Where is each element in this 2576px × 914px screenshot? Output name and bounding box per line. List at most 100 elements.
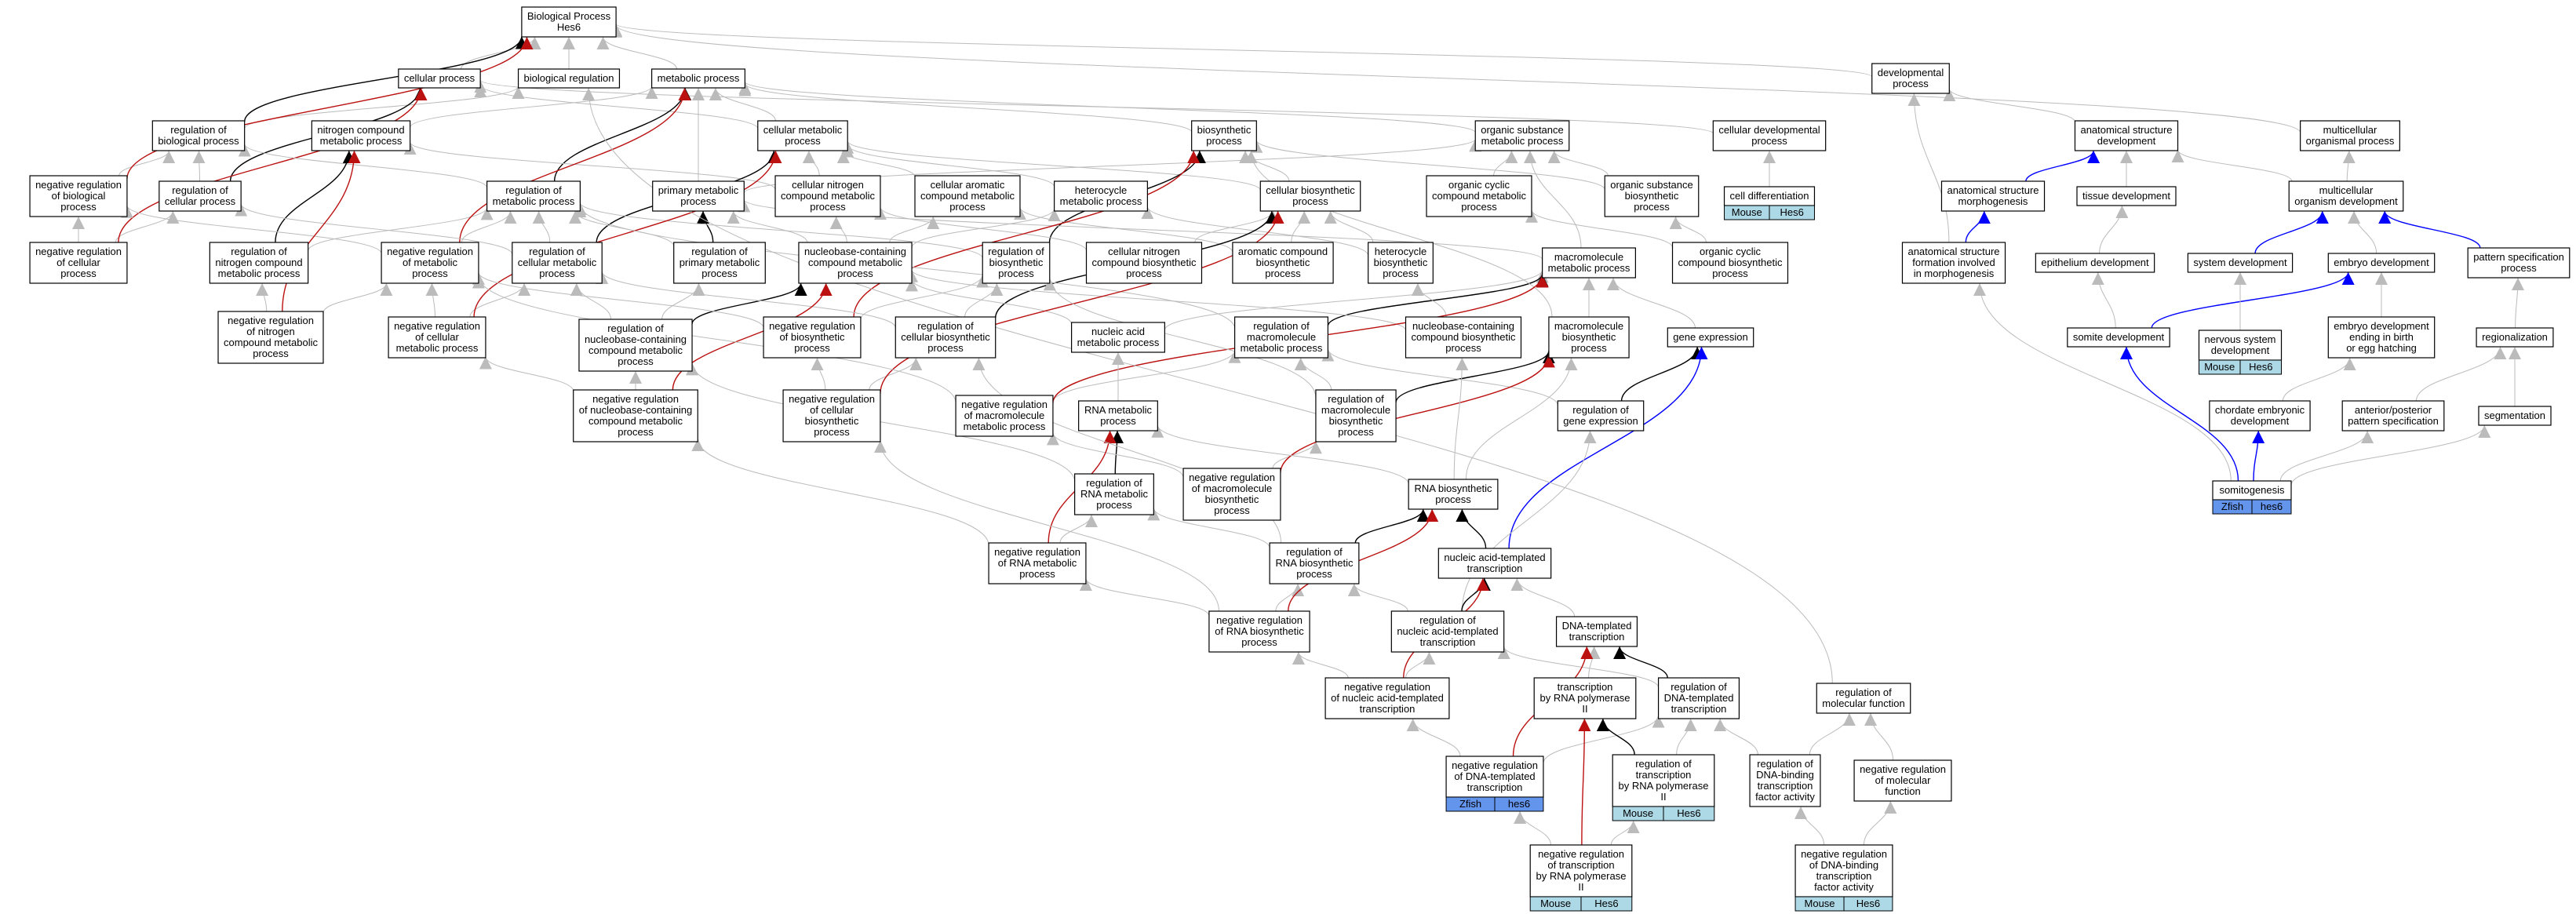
node-tdev[interactable]: tissue development <box>2076 186 2177 206</box>
node-segm[interactable]: segmentation <box>2478 406 2552 426</box>
node-box[interactable] <box>521 6 617 38</box>
node-box[interactable] <box>763 316 862 359</box>
node-embdev[interactable]: embryo development <box>2327 253 2436 273</box>
node-box[interactable] <box>2076 186 2177 206</box>
node-rdbtfa[interactable]: regulation ofDNA-bindingtranscriptionfac… <box>1749 754 1821 807</box>
node-gexp[interactable]: gene expression <box>1667 327 1754 348</box>
node-cp[interactable]: cellular process <box>398 68 481 89</box>
node-box[interactable] <box>1182 468 1281 521</box>
node-box[interactable] <box>388 316 486 359</box>
node-box[interactable] <box>1437 548 1552 579</box>
node-box[interactable] <box>914 175 1021 217</box>
node-box[interactable] <box>1548 316 1630 359</box>
node-box[interactable] <box>1054 180 1148 212</box>
node-box[interactable] <box>381 242 479 284</box>
node-box[interactable] <box>1749 754 1821 807</box>
node-box[interactable] <box>311 120 411 151</box>
node-box[interactable] <box>894 316 997 359</box>
node-box[interactable] <box>1542 247 1636 279</box>
node-box[interactable] <box>673 242 766 284</box>
node-box[interactable] <box>1191 120 1257 151</box>
node-box[interactable] <box>1208 610 1310 653</box>
node-box[interactable] <box>1794 844 1893 898</box>
node-box[interactable] <box>1315 389 1397 442</box>
node-mp[interactable]: metabolic process <box>651 68 745 89</box>
node-regz[interactable]: regionalization <box>2476 327 2554 348</box>
node-box[interactable] <box>1533 677 1637 719</box>
node-box[interactable] <box>1234 316 1328 359</box>
node-rmbp[interactable]: regulation ofmacromoleculebiosyntheticpr… <box>1315 389 1397 442</box>
node-box[interactable] <box>1853 759 1952 802</box>
node-box[interactable] <box>988 542 1087 584</box>
node-box[interactable] <box>651 68 745 89</box>
node-box[interactable] <box>955 395 1054 437</box>
node-box[interactable] <box>1555 616 1638 647</box>
node-box[interactable] <box>2288 180 2404 212</box>
node-box[interactable] <box>151 120 246 151</box>
node-box[interactable] <box>1712 120 1827 151</box>
node-box[interactable] <box>1816 683 1911 714</box>
node-box[interactable] <box>1604 175 1700 217</box>
node-box[interactable] <box>1529 844 1633 898</box>
node-box[interactable] <box>29 175 128 217</box>
node-box[interactable] <box>1071 322 1165 353</box>
node-box[interactable] <box>517 68 621 89</box>
node-epdev[interactable]: epithelium development <box>2035 253 2155 273</box>
node-box[interactable] <box>1085 242 1203 284</box>
node-box[interactable] <box>1871 63 1950 94</box>
node-box[interactable] <box>29 242 128 284</box>
node-breg[interactable]: biological regulation <box>517 68 621 89</box>
node-box[interactable] <box>2327 253 2436 273</box>
node-box[interactable] <box>2067 327 2170 348</box>
node-rnbcmp[interactable]: regulation ofnucleobase-containingcompou… <box>578 319 693 372</box>
node-box[interactable] <box>2300 120 2400 151</box>
node-box[interactable] <box>982 242 1051 284</box>
node-box[interactable] <box>2198 330 2283 361</box>
node-box[interactable] <box>486 180 581 212</box>
